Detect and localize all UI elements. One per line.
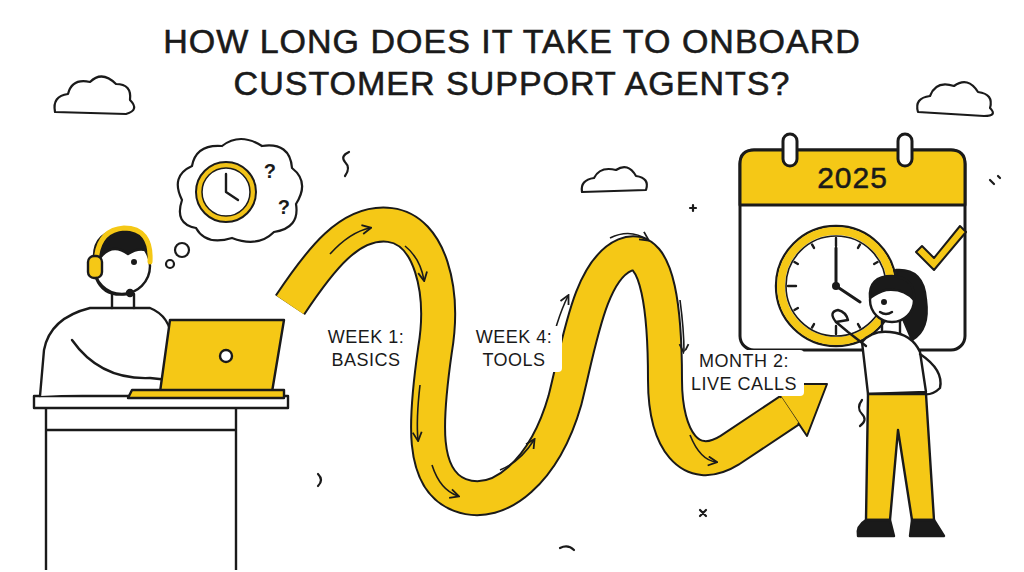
milestone-label: WEEK 4: TOOLS [466, 326, 562, 372]
question-mark: ? [276, 196, 292, 219]
year-label: 2025 [740, 150, 965, 205]
sparkle [990, 176, 1000, 184]
question-mark: ? [262, 160, 278, 183]
sparkle [343, 152, 349, 176]
check-mark [916, 226, 966, 270]
cloud [582, 167, 647, 192]
bubble-clock [196, 162, 256, 222]
cloud [55, 76, 135, 114]
clock-tick [835, 238, 837, 246]
sparkle [700, 510, 706, 516]
calendar [740, 134, 965, 350]
clock-tick [794, 262, 797, 264]
presenter [832, 270, 944, 536]
clock-tick [794, 308, 797, 310]
laptop [128, 320, 284, 398]
milestone-label: WEEK 1: BASICS [318, 326, 414, 372]
clock-tick [835, 326, 837, 334]
sparkle [859, 400, 865, 426]
title: HOW LONG DOES IT TAKE TO ONBOARD CUSTOME… [112, 20, 912, 104]
milestone-label: MONTH 2: LIVE CALLS [684, 350, 804, 396]
clock-tick [858, 244, 860, 247]
thought-bubble [166, 139, 302, 268]
clock-tick [788, 285, 796, 287]
clock-tick [812, 324, 814, 327]
desk [34, 396, 288, 570]
clock-tick [858, 324, 860, 327]
sparkle [690, 205, 696, 211]
clock-tick [874, 262, 877, 264]
calendar-card: 2025 [740, 150, 965, 350]
sparkle [318, 474, 321, 486]
clock-tick [812, 244, 814, 247]
cloud [917, 82, 993, 116]
sparkle [560, 546, 574, 550]
